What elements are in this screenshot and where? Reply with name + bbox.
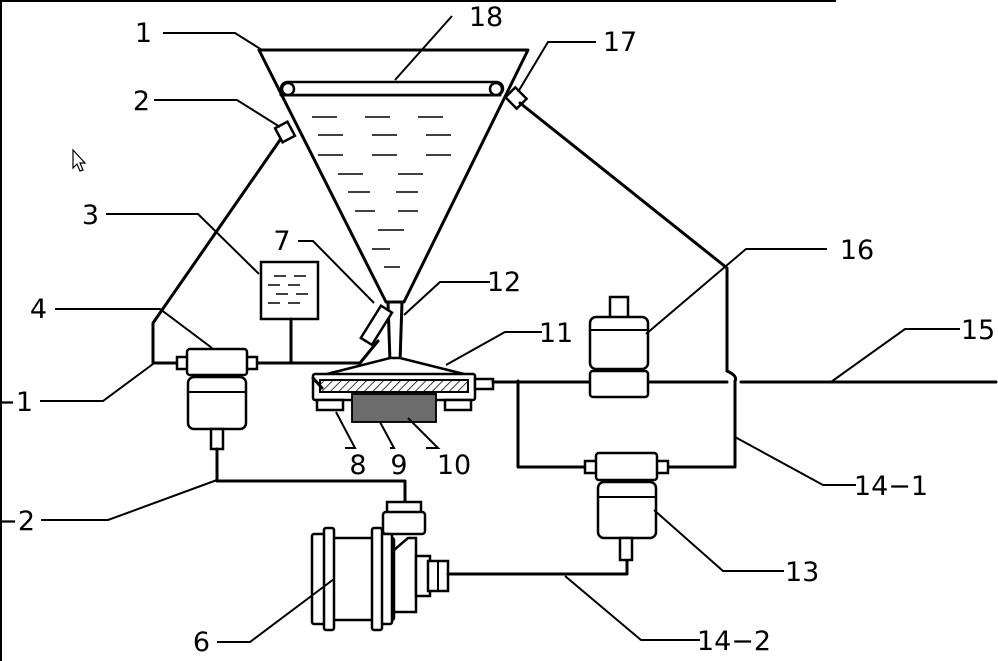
valve-4 xyxy=(175,347,259,451)
right-return-pipe xyxy=(518,101,729,373)
label-8: 8 xyxy=(349,450,366,481)
tank-outlet-nozzle xyxy=(318,300,473,378)
label-1: 1 xyxy=(135,18,152,49)
label-17: 17 xyxy=(603,27,637,58)
reaction-chamber xyxy=(311,372,495,423)
label-14-2: 14−2 xyxy=(697,626,771,657)
left-return-pipe xyxy=(151,138,282,365)
label-12: 12 xyxy=(487,267,521,298)
mouse-cursor-icon xyxy=(72,148,87,172)
label-4: 4 xyxy=(30,294,47,325)
label-3: 3 xyxy=(82,200,99,231)
pump-inlet-pipe xyxy=(215,447,407,504)
label-10: 10 xyxy=(437,450,471,481)
label-5-2: 5−2 xyxy=(0,506,35,537)
solution-tank xyxy=(259,260,320,365)
label-18: 18 xyxy=(469,2,503,33)
tank-water xyxy=(312,116,451,268)
valve-outlet-pipe xyxy=(255,339,380,365)
leader-lines xyxy=(40,15,960,643)
injection-nozzle xyxy=(359,303,394,347)
label-7: 7 xyxy=(273,226,290,257)
valve-16 xyxy=(588,295,650,399)
bypass-pipe-right xyxy=(666,379,737,469)
valve-13 xyxy=(583,451,670,562)
top-spray-pipe xyxy=(279,80,505,97)
label-16: 16 xyxy=(840,235,874,266)
pump-outlet-pipe xyxy=(446,558,629,576)
pipe-crossover xyxy=(725,369,738,383)
pump xyxy=(310,500,450,632)
label-9: 9 xyxy=(390,450,407,481)
label-2: 2 xyxy=(133,86,150,117)
label-6: 6 xyxy=(193,627,210,658)
label-11: 11 xyxy=(539,318,573,349)
label-5-1: 5−1 xyxy=(0,387,33,418)
label-14-1: 14−1 xyxy=(854,471,928,502)
label-15: 15 xyxy=(961,315,995,346)
label-13: 13 xyxy=(785,557,819,588)
bypass-pipe-left xyxy=(516,379,587,469)
